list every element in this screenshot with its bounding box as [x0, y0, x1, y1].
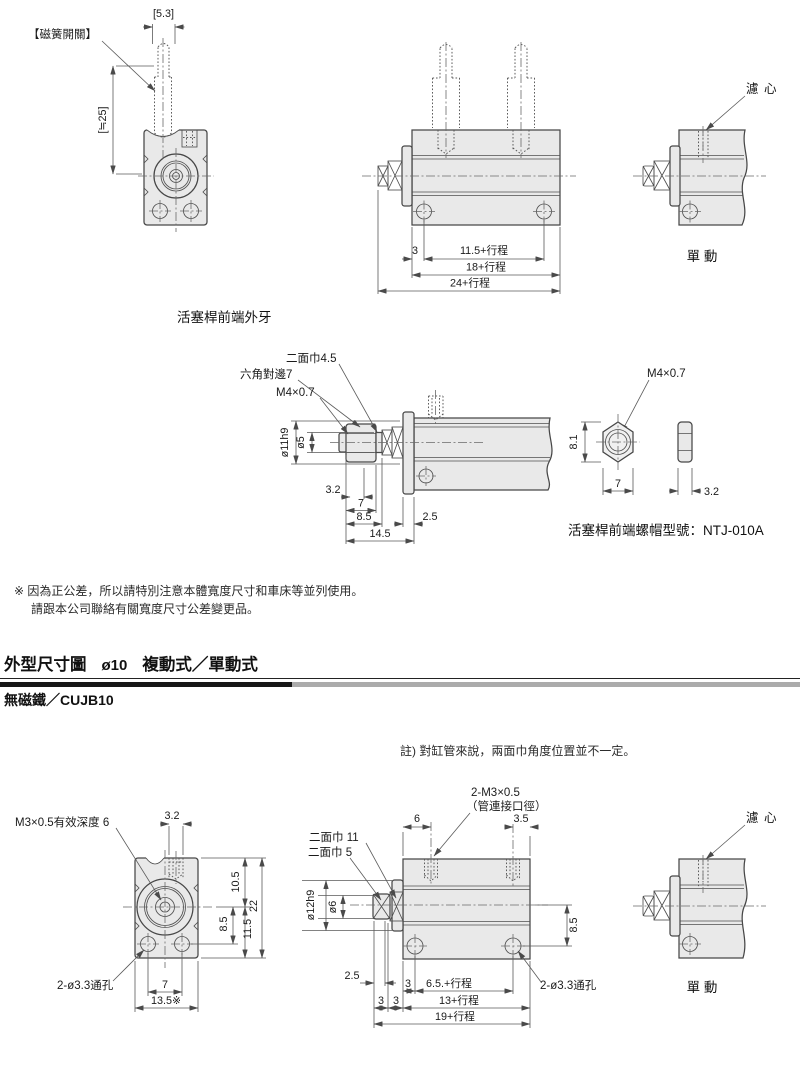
rod-thread-label: M3×0.5有效深度 6 [15, 815, 109, 829]
rod-end-heading: 活塞桿前端外牙 [177, 309, 272, 325]
rod-end-male-thread-detail: 活塞桿前端外牙 二面巾4.5 六角對邊7 [177, 309, 553, 544]
dim-3c: 3 [405, 978, 411, 990]
dim-11-5: 11.5 [242, 919, 254, 939]
dim-19-stroke: 19+行程 [435, 1010, 475, 1023]
dim-7: 7 [358, 498, 364, 510]
dim-3-5: 3.5 [513, 813, 528, 825]
section-type-label: 複動式／單動式 [142, 656, 258, 674]
hex-across-label: 六角對邊7 [240, 367, 292, 381]
section-rule [0, 678, 800, 679]
dim-6: 6 [414, 813, 420, 825]
dim-8-5: 8.5 [218, 916, 230, 931]
dim-rod-6: ø6 [327, 901, 339, 914]
dim-nut-3-2: 3.2 [704, 486, 719, 498]
dim-13-stroke: 13+行程 [439, 994, 479, 1007]
section-title: 外型尺寸圖 [4, 656, 87, 674]
nut-part-number-caption: 活塞桿前端螺帽型號：NTJ-010A [568, 522, 764, 538]
dim-switch-width: [5.3] [153, 8, 174, 20]
dim-13-5: 13.5※ [151, 995, 181, 1007]
section-header: 外型尺寸圖 ø10 複動式／單動式 [0, 651, 800, 687]
flat-11-label: 二面巾 11 [309, 830, 359, 844]
dim-port-3-2: 3.2 [164, 810, 179, 822]
dim-12h9: ø12h9 [305, 890, 317, 921]
cujb10-front-view: 3.2 M3×0.5有效深度 6 10.5 11.5 22 8.5 7 13.5… [15, 810, 266, 1012]
single-acting-view-top: 濾 心 單 動 [633, 81, 777, 264]
single-acting-view-bottom: 濾 心 單 動 [633, 810, 777, 995]
filter-label: 濾 心 [746, 81, 777, 96]
dim-2-5: 2.5 [344, 970, 359, 982]
tolerance-note-line2: 請跟本公司聯絡有關寬度尺寸公差變更品。 [31, 602, 260, 616]
tolerance-note: ※ 因為正公差，所以請特別注意本體寬度尺寸和車床等並列使用。 請跟本公司聯絡有關… [14, 582, 363, 618]
reed-switch-label: 【磁簧開關】 [28, 27, 97, 41]
dim-3a: 3 [378, 995, 384, 1007]
dim-10-5: 10.5 [230, 871, 242, 892]
dim-18-stroke: 18+行程 [466, 261, 506, 274]
filter-label-bottom: 濾 心 [746, 810, 777, 825]
section-bore: ø10 [101, 657, 128, 674]
dim-11-5-stroke: 11.5+行程 [460, 244, 508, 257]
dim-8-1: 8.1 [568, 434, 580, 449]
dim-14-5: 14.5 [369, 528, 390, 540]
nut-thread-label: M4×0.7 [647, 368, 686, 380]
tube-note: 註) 對缸管來說，兩面巾角度位置並不一定。 [400, 744, 636, 758]
dim-pilot-dia: ø11h9 [279, 428, 291, 458]
rod-nut-detail: M4×0.7 8.1 7 3.2 活塞桿前端螺帽型號：NTJ-010A [568, 368, 764, 538]
dim-switch-length: [≒25] [97, 106, 109, 133]
model-subtitle: 無磁鐵／CUJB10 [4, 692, 114, 708]
dim-6-5-stroke: 6.5.+行程 [426, 977, 472, 990]
single-acting-caption: 單 動 [687, 249, 718, 264]
dim-8-5: 8.5 [356, 511, 371, 523]
dim-2-5: 2.5 [422, 511, 437, 523]
flat-width-label: 二面巾4.5 [286, 351, 337, 365]
cujb10-side-view: 2-M3×0.5 （管連接口徑） 6 3.5 二面巾 11 二面巾 5 ø12h… [302, 787, 597, 1028]
dim-22: 22 [248, 900, 260, 912]
flat-5-label: 二面巾 5 [308, 845, 352, 859]
tolerance-note-line1: ※ 因為正公差，所以請特別注意本體寬度尺寸和車床等並列使用。 [14, 584, 364, 598]
dim-rod-dia: ø5 [295, 436, 307, 449]
dim-24-stroke: 24+行程 [450, 277, 490, 290]
double-acting-side-view: 3 11.5+行程 18+行程 24+行程 [362, 42, 576, 294]
through-holes-label: 2-ø3.3通孔 [57, 979, 114, 992]
dim-side-8-5: 8.5 [568, 917, 580, 932]
dim-hole-pitch-7: 7 [162, 979, 168, 991]
side-through-holes-label: 2-ø3.3通孔 [540, 979, 597, 992]
section-accent-bar [0, 681, 800, 687]
dim-3b: 3 [393, 995, 399, 1007]
dim-3-2: 3.2 [325, 484, 340, 496]
ports-label: 2-M3×0.5 [471, 787, 520, 799]
dim-3: 3 [412, 245, 418, 257]
dim-nut-7: 7 [615, 478, 621, 490]
thread-label: M4×0.7 [276, 387, 315, 399]
ports-sub-label: （管連接口徑） [466, 799, 547, 813]
switch-front-view: [5.3] [≒25] 【磁簧開關】 [28, 8, 214, 232]
single-acting-caption-bottom: 單 動 [687, 980, 718, 995]
